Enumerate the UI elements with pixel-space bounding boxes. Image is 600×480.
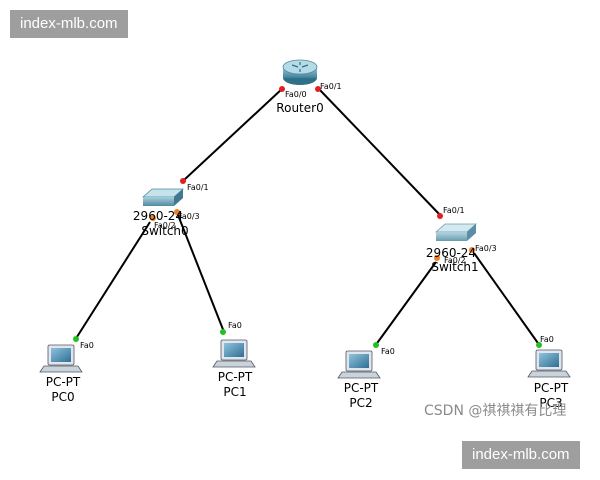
port-label-sw1-fa02: Fa0/2 [444,256,466,265]
pc-icon [39,344,83,373]
links [74,87,541,347]
watermark-top: index-mlb.com [10,10,128,38]
port-label-r0-fa01: Fa0/1 [320,82,342,91]
switch-icon [434,223,478,241]
device-name-pc3: PC3 [539,396,562,410]
pc-icon [337,350,381,379]
port-label-pc3-fa0: Fa0 [540,335,554,344]
link-switch0-pc1[interactable] [177,214,225,333]
link-light-pc1 [220,329,226,335]
port-label-r0-fa00: Fa0/0 [285,90,307,99]
device-type-pc0: PC-PT [46,375,81,389]
device-name-pc1: PC1 [223,385,246,399]
port-label-sw0-fa02: Fa0/2 [154,221,176,230]
device-name-switch1: Switch1 [431,260,478,274]
device-pc2[interactable]: Fa0 PC-PT PC2 [337,347,395,410]
device-type-pc3: PC-PT [534,381,569,395]
device-name-pc0: PC0 [51,390,74,404]
device-name-switch0: Switch0 [141,224,188,238]
link-light-sw0-fa03 [174,209,180,215]
device-name-router0: Router0 [276,101,323,115]
link-light-pc3 [536,342,542,348]
link-switch1-pc2[interactable] [374,261,437,347]
link-light-pc2 [373,342,379,348]
port-label-sw0-fa01: Fa0/1 [187,183,209,192]
port-label-sw1-fa01: Fa0/1 [443,206,465,215]
csdn-watermark: CSDN @祺祺祺有比理 [424,403,567,419]
device-name-pc2: PC2 [349,396,372,410]
link-switch1-pc3[interactable] [473,252,541,347]
link-light-r0-fa00 [279,86,285,92]
link-light-r0-fa01 [315,86,321,92]
pc-icon [212,339,256,368]
device-pc1[interactable]: Fa0 PC-PT PC1 [212,321,256,399]
port-label-sw0-fa03: Fa0/3 [178,212,200,221]
device-router0[interactable]: Fa0/0 Fa0/1 Router0 [276,59,342,115]
link-router0-switch0[interactable] [183,87,284,181]
switch-icon [141,188,185,206]
port-label-sw1-fa03: Fa0/3 [475,244,497,253]
device-pc3[interactable]: Fa0 PC-PT PC3 [527,335,571,410]
port-label-pc2-fa0: Fa0 [381,347,395,356]
link-light-sw1-fa02 [434,255,440,261]
pc-icon [527,349,571,378]
link-lights [73,86,542,348]
device-switch0[interactable]: Fa0/1 2960-24 Fa0/3 Fa0/2 Switch0 [133,183,209,238]
link-light-sw0-fa01 [180,178,186,184]
router-icon [282,59,318,85]
link-switch0-pc0[interactable] [74,221,151,341]
port-label-pc0-fa0: Fa0 [80,341,94,350]
device-model-switch1: 2960-24 [426,246,476,260]
device-model-switch0: 2960-24 [133,209,183,223]
device-type-pc1: PC-PT [218,370,253,384]
link-light-sw0-fa02 [150,215,156,221]
link-light-sw1-fa01 [437,213,443,219]
link-light-sw1-fa03 [469,247,475,253]
port-label-pc1-fa0: Fa0 [228,321,242,330]
watermark-bottom: index-mlb.com [462,441,580,469]
device-pc0[interactable]: Fa0 PC-PT PC0 [39,341,94,404]
device-switch1[interactable]: Fa0/1 2960-24 Fa0/3 Fa0/2 Switch1 [426,206,497,274]
link-light-pc0 [73,336,79,342]
link-router0-switch1[interactable] [317,87,442,217]
device-type-pc2: PC-PT [344,381,379,395]
